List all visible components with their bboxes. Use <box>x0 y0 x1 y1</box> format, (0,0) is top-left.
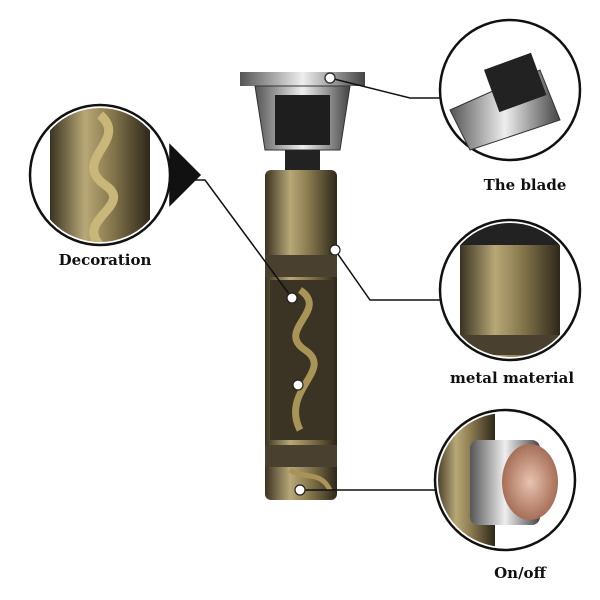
callout-dots <box>286 72 341 496</box>
onoff-circle <box>433 408 577 552</box>
label-metal-material: metal material <box>449 369 575 387</box>
label-on-off: On/off <box>494 564 546 582</box>
label-decoration: Decoration <box>58 251 152 269</box>
blade-circle <box>438 18 582 162</box>
callout-lines <box>169 77 440 491</box>
metal-circle <box>438 218 582 362</box>
decoration-circle <box>28 103 172 247</box>
label-blade: The blade <box>483 176 567 194</box>
trimmer-body <box>265 170 337 500</box>
